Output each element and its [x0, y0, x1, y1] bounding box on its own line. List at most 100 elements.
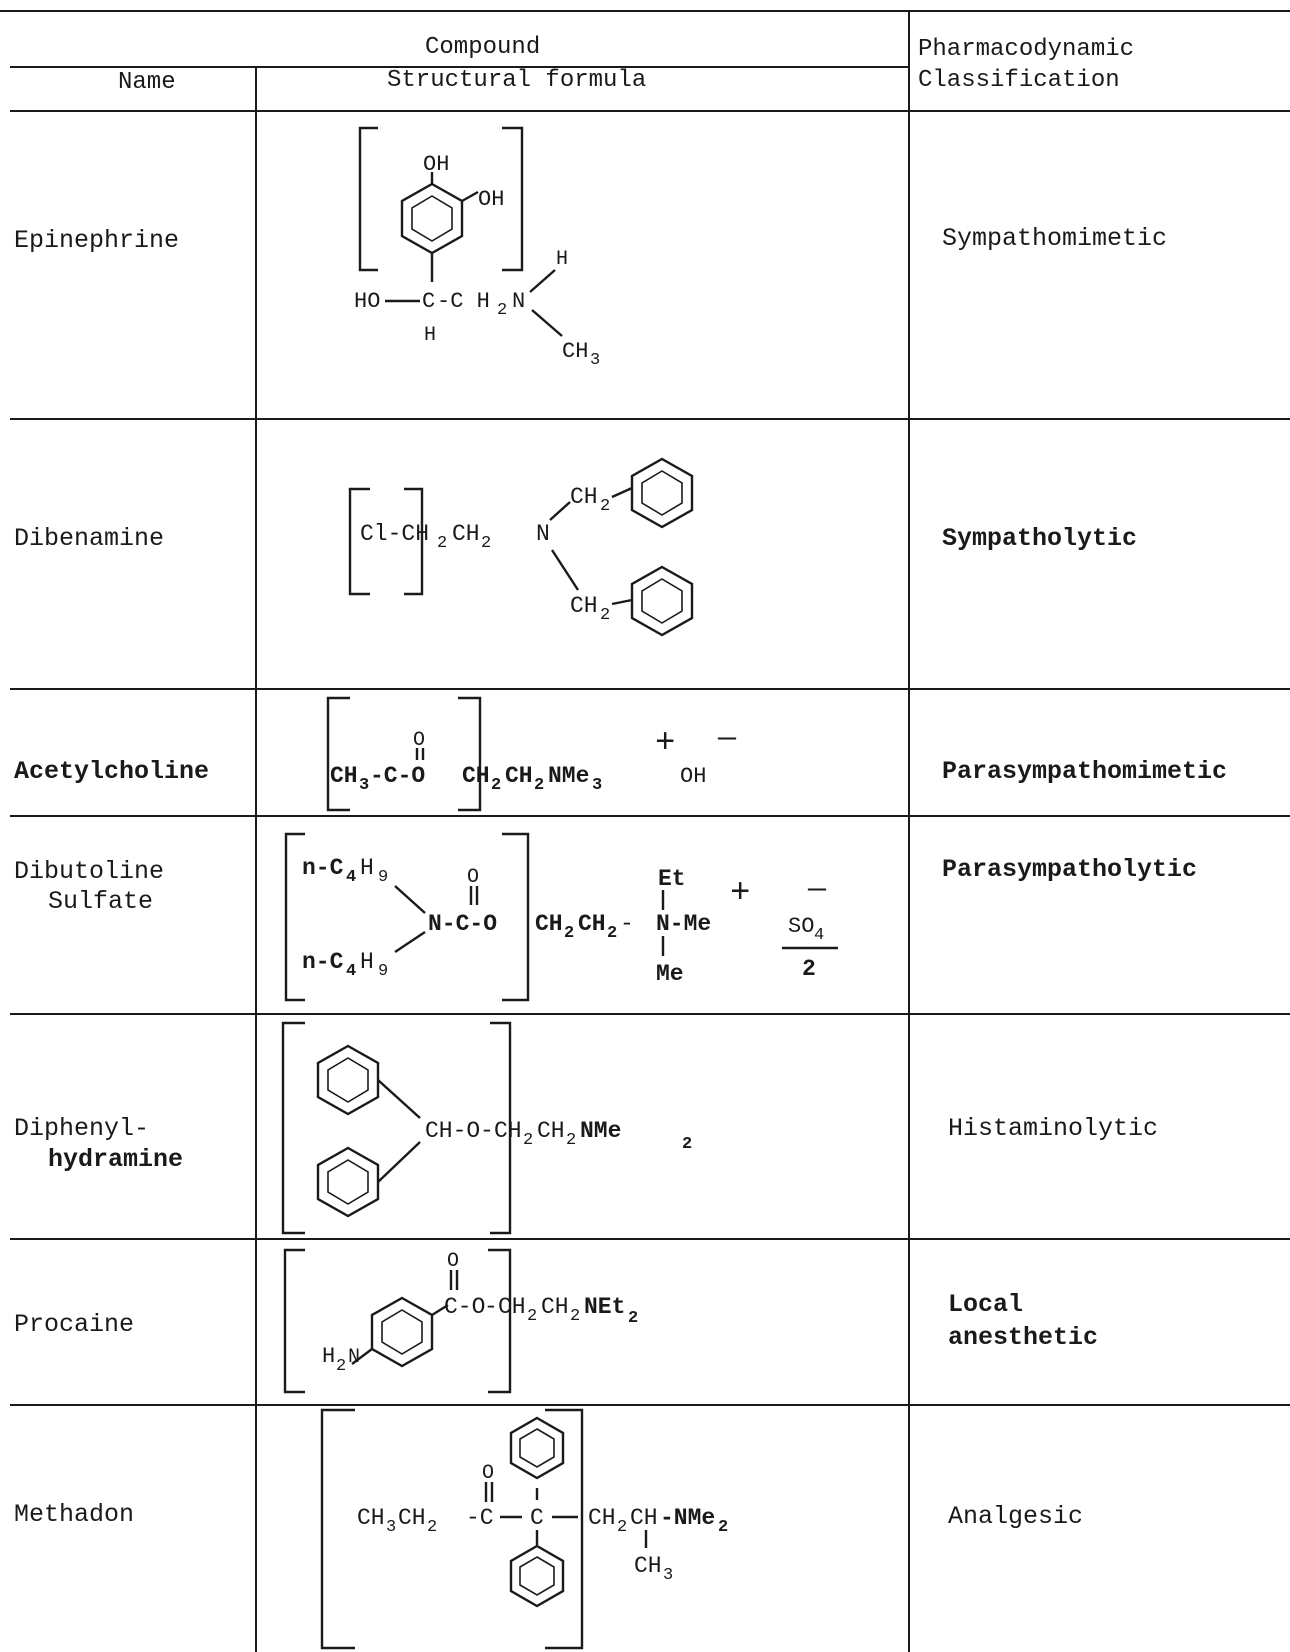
benzene-ring-top — [630, 457, 694, 529]
benzene-ring-inner — [411, 195, 453, 242]
bracket-left — [283, 1248, 305, 1394]
row-class-epinephrine: Sympathomimetic — [942, 224, 1168, 253]
benzene-ring-top — [509, 1416, 565, 1480]
text-ch2: CH — [505, 763, 533, 789]
benzene-ring-bottom — [316, 1146, 380, 1218]
bracket-right — [502, 126, 524, 272]
text-sub2a: 2 — [491, 776, 501, 795]
header-top-rule — [0, 10, 1290, 12]
row-rule-1 — [10, 418, 1290, 420]
row-class-acetylcholine: Parasympathomimetic — [942, 757, 1228, 786]
text-plus: + — [655, 725, 675, 763]
text-ch2b: CH — [578, 911, 606, 937]
benzene-ring-top-inner — [519, 1428, 555, 1468]
text-sub2b: 2 — [607, 924, 617, 943]
text-n: N — [348, 1346, 360, 1369]
text-ch3: CH — [357, 1505, 385, 1531]
text-n: N — [512, 289, 525, 314]
text-sub2b: 2 — [534, 776, 544, 795]
row-class-procaine-line2: anesthetic — [948, 1323, 1099, 1352]
svg-text:-: - — [620, 911, 634, 937]
text-sub2b: 2 — [570, 1307, 580, 1326]
bracket-left — [320, 1408, 355, 1650]
row-class-diphenylhydramine: Histaminolytic — [948, 1114, 1159, 1143]
bracket-left — [284, 832, 305, 1002]
text-sub2b: 2 — [566, 1131, 576, 1150]
text-nme: -NMe — [660, 1505, 715, 1531]
text-nc4-top: n-C — [302, 855, 344, 881]
text-sub2a: 2 — [437, 534, 447, 553]
text-me: Me — [656, 961, 684, 987]
text-n-me: N-Me — [656, 911, 711, 937]
row-rule-6 — [10, 1404, 1290, 1406]
text-o: O — [467, 866, 479, 889]
row-name-epinephrine: Epinephrine — [14, 226, 180, 255]
row-name-methadon: Methadon — [14, 1500, 135, 1529]
text-c: -C-O — [370, 763, 425, 789]
text-nme: NMe — [580, 1118, 621, 1144]
bracket-left — [358, 126, 378, 272]
text-ch2a: CH — [494, 1118, 522, 1144]
text-ch: CH — [630, 1505, 658, 1531]
text-sub2: 2 — [427, 1518, 437, 1537]
row-name-diphenylhydramine-line2: hydramine — [48, 1145, 184, 1174]
left-column-rule — [255, 68, 257, 1652]
text-ch3: CH — [330, 763, 358, 789]
row-rule-4 — [10, 1013, 1290, 1015]
formula-dibenamine: Cl-CH 2 CH 2 N CH 2 CH 2 — [348, 457, 694, 637]
text-ch-bot: CH — [570, 593, 598, 619]
row-class-dibutoline: Parasympatholytic — [942, 855, 1198, 884]
row-name-diphenylhydramine: Diphenyl- — [14, 1114, 150, 1143]
row-rule-5 — [10, 1238, 1290, 1240]
text-c2: C — [530, 1505, 544, 1531]
text-plus: + — [730, 875, 750, 913]
text-sub3: 3 — [590, 351, 600, 370]
row-class-methadon: Analgesic — [948, 1502, 1084, 1531]
benzene-ring-bottom — [630, 565, 694, 637]
benzene-ring-top-inner — [641, 470, 683, 516]
svg-text:-: - — [480, 1118, 494, 1144]
bracket-right — [404, 487, 424, 596]
row-name-dibutoline: Dibutoline — [14, 857, 165, 886]
header-name: Name — [118, 69, 176, 96]
text-sub3: 3 — [359, 776, 369, 795]
text-ncoo: N-C-O — [428, 911, 497, 937]
text-sub2d: 2 — [600, 606, 610, 625]
text-o: O — [482, 1462, 494, 1485]
formula-acetylcholine: O CH 3 -C-O CH 2 CH 2 NMe 3 + — OH — [326, 696, 737, 812]
text-nc4-bot: n-C — [302, 949, 344, 975]
benzene-ring-bottom-inner — [641, 578, 683, 624]
benzene-ring-bottom-inner — [519, 1556, 555, 1596]
text-et: Et — [658, 866, 686, 892]
text-co: C-O — [444, 1294, 485, 1320]
text-main: Cl-CH — [360, 521, 429, 547]
header-compound: Compound — [425, 34, 541, 61]
text-ch2a: CH — [535, 911, 563, 937]
text-mid: CH — [452, 521, 480, 547]
text-c1: -C — [466, 1505, 494, 1531]
row-rule-3 — [10, 815, 1290, 817]
formula-diphenylhydramine: CH-O - CH 2 CH 2 NMe 2 — [281, 1021, 692, 1235]
text-sub3: 3 — [386, 1518, 396, 1537]
text-sub2b: 2 — [617, 1518, 627, 1537]
text-sub3b: 3 — [592, 776, 602, 795]
text-two: 2 — [802, 956, 816, 982]
text-c: C — [422, 289, 435, 314]
benzene-ring — [400, 182, 464, 255]
header-classification-line1: Pharmacodynamic — [918, 36, 1135, 63]
text-sub2c: 2 — [718, 1518, 728, 1537]
benzene-ring-top-inner — [327, 1057, 369, 1103]
text-sub2c: 2 — [682, 1135, 692, 1154]
text-h-bot: H — [360, 949, 374, 975]
text-ch2a: CH — [498, 1294, 526, 1320]
text-sub2a: 2 — [523, 1131, 533, 1150]
text-rest: CH — [462, 763, 490, 789]
text-h: H — [322, 1344, 335, 1369]
text-oh-side: OH — [478, 187, 504, 212]
text-sub4-top: 4 — [346, 868, 356, 887]
formula-procaine: O C-O - CH 2 CH 2 NEt 2 H 2 N — [283, 1248, 638, 1394]
text-minus: — — [717, 722, 737, 756]
text-n: N — [536, 521, 550, 547]
row-name-dibenamine: Dibenamine — [14, 524, 165, 553]
header-classification-line2: Classification — [918, 67, 1120, 94]
